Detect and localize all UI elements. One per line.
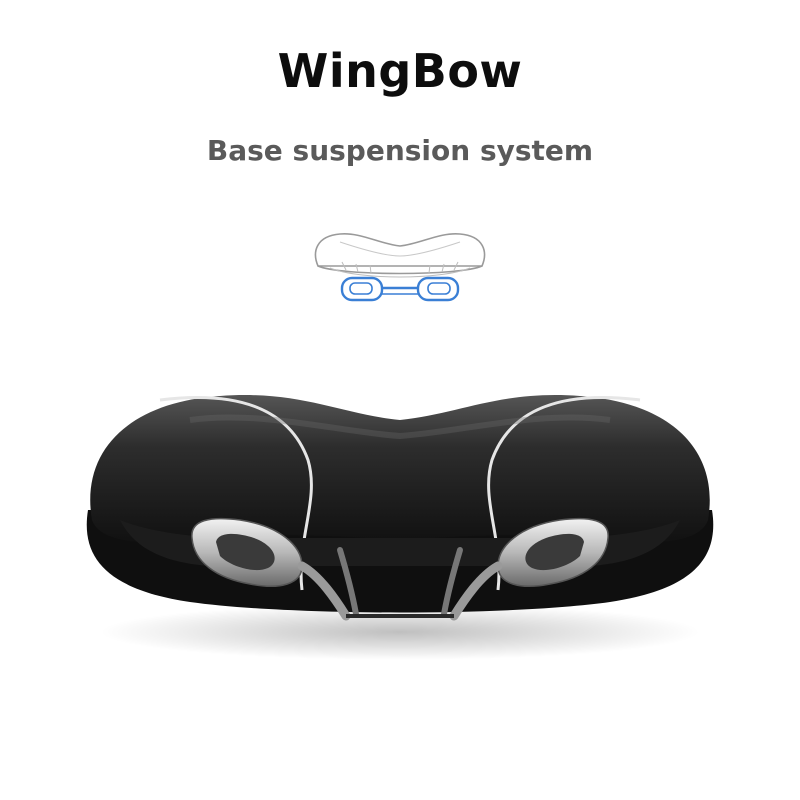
bicycle-saddle-image bbox=[86, 395, 714, 660]
page-subtitle: Base suspension system bbox=[206, 134, 594, 167]
suspension-highlight bbox=[340, 276, 460, 302]
saddle-suspension-diagram-icon bbox=[314, 233, 486, 302]
page-title: WingBow bbox=[277, 44, 523, 98]
